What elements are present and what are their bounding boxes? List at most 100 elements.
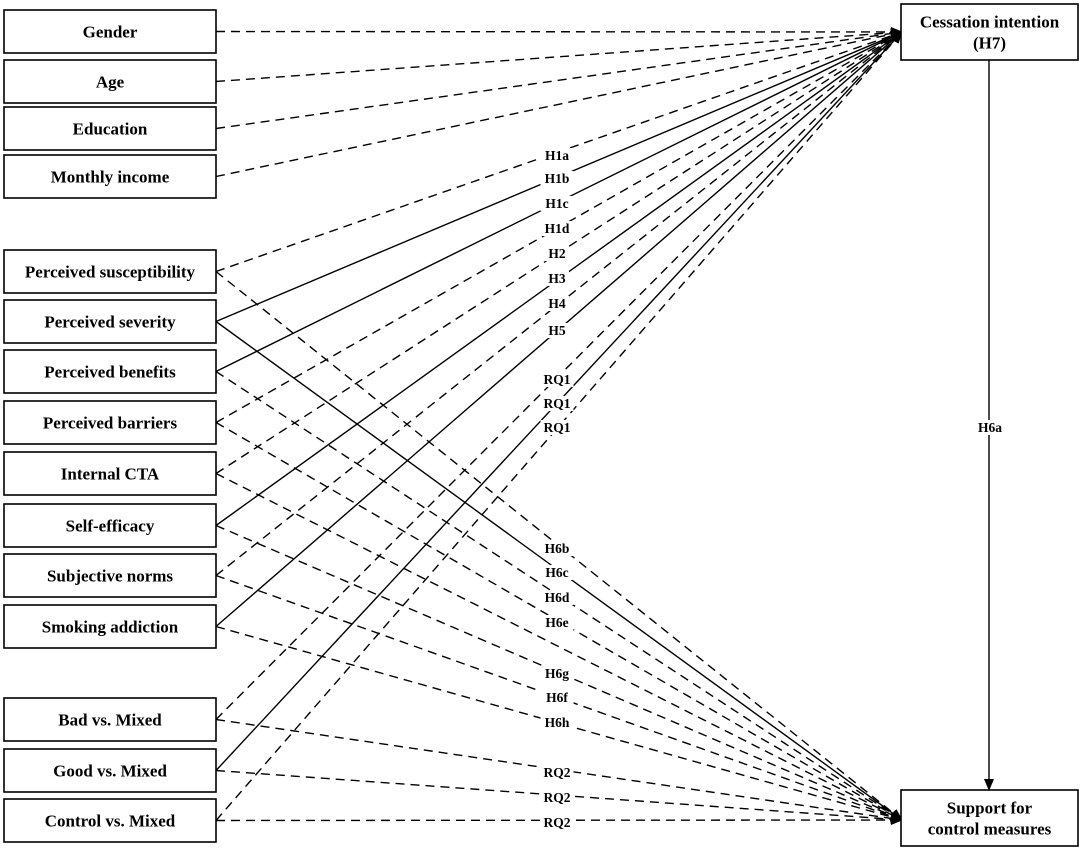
edge-label-background bbox=[545, 296, 569, 311]
node-box bbox=[3, 154, 217, 199]
edge-label-rq1: RQ1 bbox=[544, 396, 571, 411]
node-box bbox=[3, 9, 217, 54]
edge-label-h6f: H6f bbox=[546, 690, 568, 705]
node-label: Perceived severity bbox=[44, 313, 176, 332]
edge-label-rq2: RQ2 bbox=[544, 765, 571, 780]
edge-smoking-addiction-to-support-control bbox=[215, 625, 903, 822]
edge-internal-cta-to-support-control bbox=[215, 472, 903, 821]
edge-label-background bbox=[540, 615, 574, 630]
edge-label-background bbox=[540, 196, 574, 211]
node-box bbox=[3, 400, 217, 445]
edge-gender-to-cessation-intention bbox=[215, 26, 903, 37]
node-label: Control vs. Mixed bbox=[45, 812, 176, 831]
edge-label-h5: H5 bbox=[548, 323, 566, 338]
edge-label-background bbox=[545, 246, 569, 261]
node-label: Perceived benefits bbox=[44, 363, 176, 382]
edge-label-h6a: H6a bbox=[978, 420, 1002, 435]
node-label: Perceived barriers bbox=[43, 414, 178, 433]
node-income: Monthly income bbox=[3, 154, 217, 199]
node-box bbox=[3, 748, 217, 793]
edge-label-background bbox=[973, 420, 1007, 435]
node-box bbox=[3, 299, 217, 344]
node-control-mixed: Control vs. Mixed bbox=[3, 798, 217, 843]
edge-label-h6g: H6g bbox=[545, 666, 569, 681]
edge-label-background bbox=[540, 590, 574, 605]
edge-label-background bbox=[540, 666, 574, 681]
edge-label-background bbox=[540, 690, 574, 705]
edge-income-to-cessation-intention bbox=[215, 29, 903, 178]
node-label: Subjective norms bbox=[47, 567, 173, 586]
node-label: Self-efficacy bbox=[66, 517, 155, 536]
edge-label-rq1: RQ1 bbox=[544, 372, 571, 387]
edge-self-efficacy-to-support-control bbox=[215, 524, 903, 821]
node-label: Good vs. Mixed bbox=[53, 762, 167, 781]
node-age: Age bbox=[3, 59, 217, 104]
node-box bbox=[3, 503, 217, 548]
node-smoking-addiction: Smoking addiction bbox=[3, 604, 217, 649]
node-label: control measures bbox=[928, 820, 1052, 839]
edge-label-h6e: H6e bbox=[545, 615, 568, 630]
node-label: Smoking addiction bbox=[42, 618, 179, 637]
node-box bbox=[3, 249, 217, 294]
edge-label-background bbox=[540, 221, 574, 236]
node-cessation-intention: Cessation intention (H7) bbox=[900, 3, 1079, 61]
node-good-mixed: Good vs. Mixed bbox=[3, 748, 217, 793]
edge-label-background bbox=[540, 715, 574, 730]
node-label: Gender bbox=[83, 23, 138, 42]
edge-label-h2: H2 bbox=[548, 246, 566, 261]
node-label: Age bbox=[96, 73, 125, 92]
edge-label-h3: H3 bbox=[548, 271, 566, 286]
node-internal-cta: Internal CTA bbox=[3, 451, 217, 496]
node-severity: Perceived severity bbox=[3, 299, 217, 344]
node-box bbox=[3, 553, 217, 598]
node-bad-mixed: Bad vs. Mixed bbox=[3, 697, 217, 742]
edges-layer bbox=[215, 26, 994, 826]
edge-label-h6h: H6h bbox=[545, 715, 570, 730]
node-label: Cessation intention bbox=[920, 13, 1060, 32]
node-education: Education bbox=[3, 106, 217, 151]
node-box bbox=[3, 59, 217, 104]
edge-label-background bbox=[540, 396, 574, 411]
edge-label-background bbox=[540, 790, 574, 805]
edge-label-background bbox=[540, 541, 574, 556]
edge-label-background bbox=[540, 815, 574, 830]
node-label: Perceived susceptibility bbox=[25, 263, 196, 282]
node-label: Monthly income bbox=[51, 168, 170, 187]
edge-label-background bbox=[540, 148, 574, 163]
edge-label-background bbox=[545, 323, 569, 338]
node-label: Education bbox=[73, 120, 148, 139]
edge-label-h1a: H1a bbox=[545, 148, 569, 163]
edge-label-background bbox=[540, 765, 574, 780]
node-subjective-norms: Subjective norms bbox=[3, 553, 217, 598]
node-box bbox=[3, 798, 217, 843]
edge-label-rq2: RQ2 bbox=[544, 790, 571, 805]
edge-control-mixed-to-cessation-intention bbox=[215, 31, 903, 821]
edge-label-background bbox=[540, 171, 574, 186]
edge-label-h6b: H6b bbox=[545, 541, 570, 556]
node-box bbox=[900, 3, 1079, 61]
edge-label-background bbox=[540, 420, 574, 435]
node-box bbox=[3, 106, 217, 151]
node-label: Bad vs. Mixed bbox=[58, 711, 162, 730]
node-gender: Gender bbox=[3, 9, 217, 54]
edge-label-h1d: H1d bbox=[545, 221, 570, 236]
edge-label-h6d: H6d bbox=[545, 590, 570, 605]
edge-label-rq1: RQ1 bbox=[544, 420, 571, 435]
node-label: Support for bbox=[947, 799, 1033, 818]
node-self-efficacy: Self-efficacy bbox=[3, 503, 217, 548]
edge-label-h1c: H1c bbox=[545, 196, 568, 211]
node-label: Internal CTA bbox=[61, 465, 160, 484]
edge-good-mixed-to-support-control bbox=[215, 769, 903, 825]
edge-age-to-cessation-intention bbox=[215, 27, 903, 83]
edge-label-background bbox=[545, 271, 569, 286]
node-benefits: Perceived benefits bbox=[3, 349, 217, 394]
node-box bbox=[3, 697, 217, 742]
edge-label-h1b: H1b bbox=[545, 171, 570, 186]
node-label: (H7) bbox=[973, 34, 1006, 53]
edge-label-background bbox=[540, 372, 574, 387]
node-box bbox=[900, 789, 1079, 847]
edge-education-to-cessation-intention bbox=[215, 28, 903, 130]
